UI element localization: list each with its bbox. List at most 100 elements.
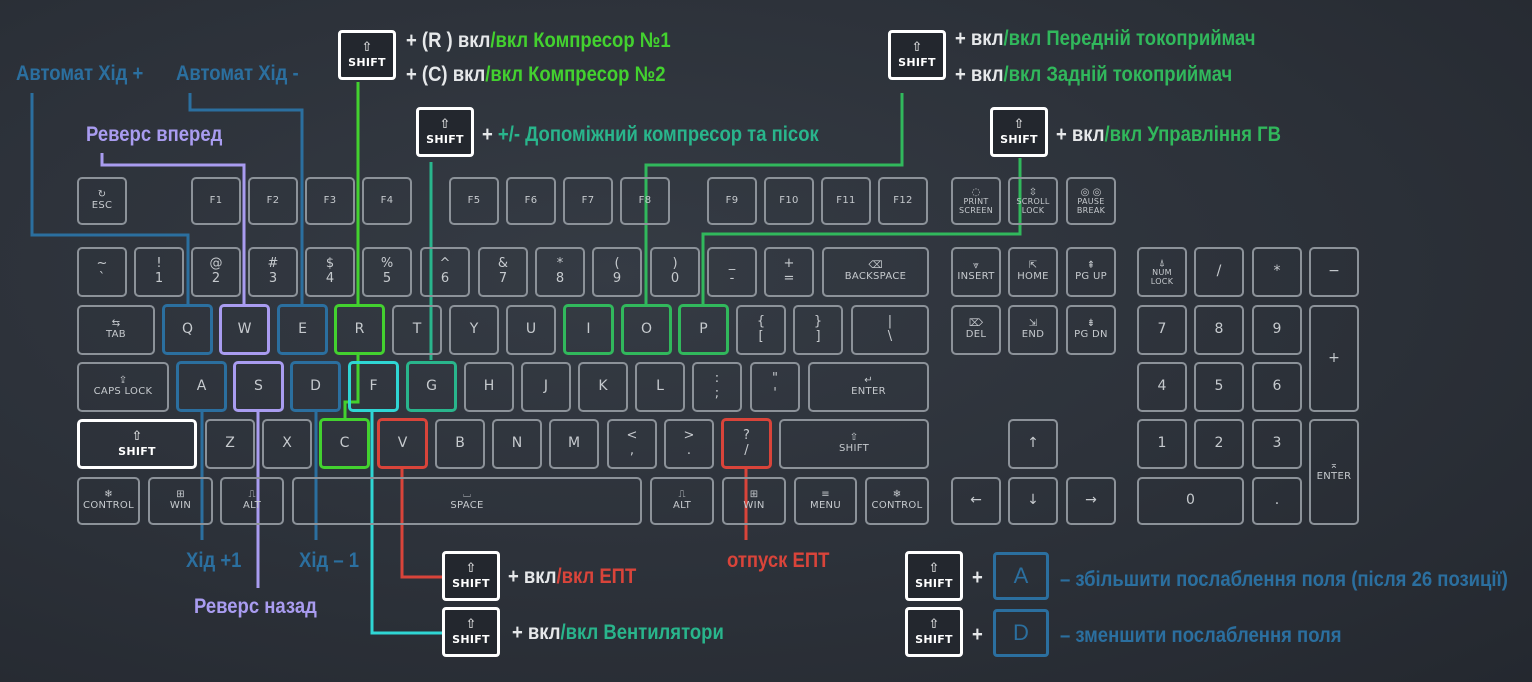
key-equals[interactable]: += <box>764 247 814 297</box>
key-y[interactable]: Y <box>449 305 499 355</box>
key-f4[interactable]: F4 <box>362 177 412 225</box>
key-w[interactable]: W <box>219 304 270 355</box>
key-f2[interactable]: F2 <box>248 177 298 225</box>
key-scroll-lock[interactable]: ⇳ SCROLL LOCK <box>1008 177 1058 225</box>
key-f8[interactable]: F8 <box>620 177 670 225</box>
key-numpad-enter[interactable]: ⌅ENTER <box>1309 419 1359 525</box>
key-semicolon[interactable]: :; <box>692 362 742 412</box>
key-numpad-5[interactable]: 5 <box>1194 362 1244 412</box>
key-page-down[interactable]: ⇟PG DN <box>1066 305 1116 355</box>
key-s[interactable]: S <box>233 361 284 412</box>
key-numpad-4[interactable]: 4 <box>1137 362 1187 412</box>
key-arrow-left[interactable]: ← <box>951 477 1001 525</box>
key-7[interactable]: &7 <box>478 247 528 297</box>
key-n[interactable]: N <box>492 419 542 469</box>
key-3[interactable]: #3 <box>248 247 298 297</box>
key-home[interactable]: ⇱HOME <box>1008 247 1058 297</box>
key-numpad-plus[interactable]: + <box>1309 305 1359 412</box>
key-k[interactable]: K <box>578 362 628 412</box>
key-f5[interactable]: F5 <box>449 177 499 225</box>
key-m[interactable]: M <box>549 419 599 469</box>
key-t[interactable]: T <box>392 305 442 355</box>
key-5[interactable]: %5 <box>362 247 412 297</box>
key-space[interactable]: ⌴SPACE <box>292 477 642 525</box>
key-numpad-dot[interactable]: . <box>1252 477 1302 525</box>
key-numpad-minus[interactable]: − <box>1309 247 1359 297</box>
key-arrow-right[interactable]: → <box>1066 477 1116 525</box>
key-left-alt[interactable]: ⎍ALT <box>220 477 284 525</box>
key-left-win[interactable]: ⊞WIN <box>148 477 213 525</box>
key-print-screen[interactable]: ◌ PRINT SCREEN <box>951 177 1001 225</box>
key-j[interactable]: J <box>521 362 571 412</box>
key-arrow-down[interactable]: ↓ <box>1008 477 1058 525</box>
key-numpad-7[interactable]: 7 <box>1137 305 1187 355</box>
key-quote[interactable]: "' <box>750 362 800 412</box>
key-close-bracket[interactable]: }] <box>793 305 843 355</box>
key-numpad-0[interactable]: 0 <box>1137 477 1244 525</box>
key-f3[interactable]: F3 <box>305 177 355 225</box>
key-0[interactable]: )0 <box>650 247 700 297</box>
key-numpad-2[interactable]: 2 <box>1194 419 1244 469</box>
key-a[interactable]: A <box>176 361 227 412</box>
key-minus[interactable]: _- <box>707 247 757 297</box>
key-numpad-star[interactable]: * <box>1252 247 1302 297</box>
key-b[interactable]: B <box>435 419 485 469</box>
key-d[interactable]: D <box>290 361 341 412</box>
key-c[interactable]: C <box>319 418 370 469</box>
key-z[interactable]: Z <box>205 419 255 469</box>
key-6[interactable]: ^6 <box>420 247 470 297</box>
key-f10[interactable]: F10 <box>764 177 814 225</box>
key-x[interactable]: X <box>262 419 312 469</box>
key-r[interactable]: R <box>334 304 385 355</box>
key-2[interactable]: @2 <box>191 247 241 297</box>
key-1[interactable]: !1 <box>134 247 184 297</box>
key-caps-lock[interactable]: ⇪CAPS LOCK <box>77 362 169 412</box>
key-f6[interactable]: F6 <box>506 177 556 225</box>
key-right-alt[interactable]: ⎍ALT <box>650 477 714 525</box>
key-f[interactable]: F <box>348 361 399 412</box>
key-numpad-6[interactable]: 6 <box>1252 362 1302 412</box>
key-f12[interactable]: F12 <box>878 177 928 225</box>
key-tab[interactable]: ⇆TAB <box>77 305 155 355</box>
key-comma[interactable]: <, <box>607 419 657 469</box>
key-right-control[interactable]: ❄CONTROL <box>865 477 929 525</box>
key-left-shift[interactable]: ⇧SHIFT <box>77 419 197 469</box>
key-right-shift[interactable]: ⇧SHIFT <box>779 419 929 469</box>
key-pause-break[interactable]: ◎ ◎ PAUSE BREAK <box>1066 177 1116 225</box>
key-numpad-1[interactable]: 1 <box>1137 419 1187 469</box>
key-left-control[interactable]: ❄CONTROL <box>77 477 140 525</box>
key-4[interactable]: $4 <box>305 247 355 297</box>
key-l[interactable]: L <box>635 362 685 412</box>
key-f11[interactable]: F11 <box>821 177 871 225</box>
key-esc[interactable]: ↻ ESC <box>77 177 127 225</box>
key-right-win[interactable]: ⊞WIN <box>722 477 786 525</box>
key-end[interactable]: ⇲END <box>1008 305 1058 355</box>
key-f7[interactable]: F7 <box>563 177 613 225</box>
key-numpad-8[interactable]: 8 <box>1194 305 1244 355</box>
key-u[interactable]: U <box>506 305 556 355</box>
key-q[interactable]: Q <box>162 304 213 355</box>
key-insert[interactable]: ⩔INSERT <box>951 247 1001 297</box>
key-backslash[interactable]: |\ <box>851 305 929 355</box>
key-enter[interactable]: ↵ENTER <box>808 362 929 412</box>
key-p[interactable]: P <box>678 304 729 355</box>
key-numpad-3[interactable]: 3 <box>1252 419 1302 469</box>
key-e[interactable]: E <box>277 304 328 355</box>
key-8[interactable]: *8 <box>535 247 585 297</box>
key-period[interactable]: >. <box>664 419 714 469</box>
key-backspace[interactable]: ⌫BACKSPACE <box>822 247 929 297</box>
key-h[interactable]: H <box>464 362 514 412</box>
key-v[interactable]: V <box>377 418 428 469</box>
key-i[interactable]: I <box>563 304 614 355</box>
key-menu[interactable]: ≡MENU <box>794 477 857 525</box>
key-numpad-slash[interactable]: / <box>1194 247 1244 297</box>
key-page-up[interactable]: ⇞PG UP <box>1066 247 1116 297</box>
key-slash[interactable]: ?/ <box>721 418 772 469</box>
key-tilde[interactable]: ~` <box>77 247 127 297</box>
key-o[interactable]: O <box>621 304 672 355</box>
key-numpad-9[interactable]: 9 <box>1252 305 1302 355</box>
key-delete[interactable]: ⌦DEL <box>951 305 1001 355</box>
key-f9[interactable]: F9 <box>707 177 757 225</box>
key-open-bracket[interactable]: {[ <box>736 305 786 355</box>
